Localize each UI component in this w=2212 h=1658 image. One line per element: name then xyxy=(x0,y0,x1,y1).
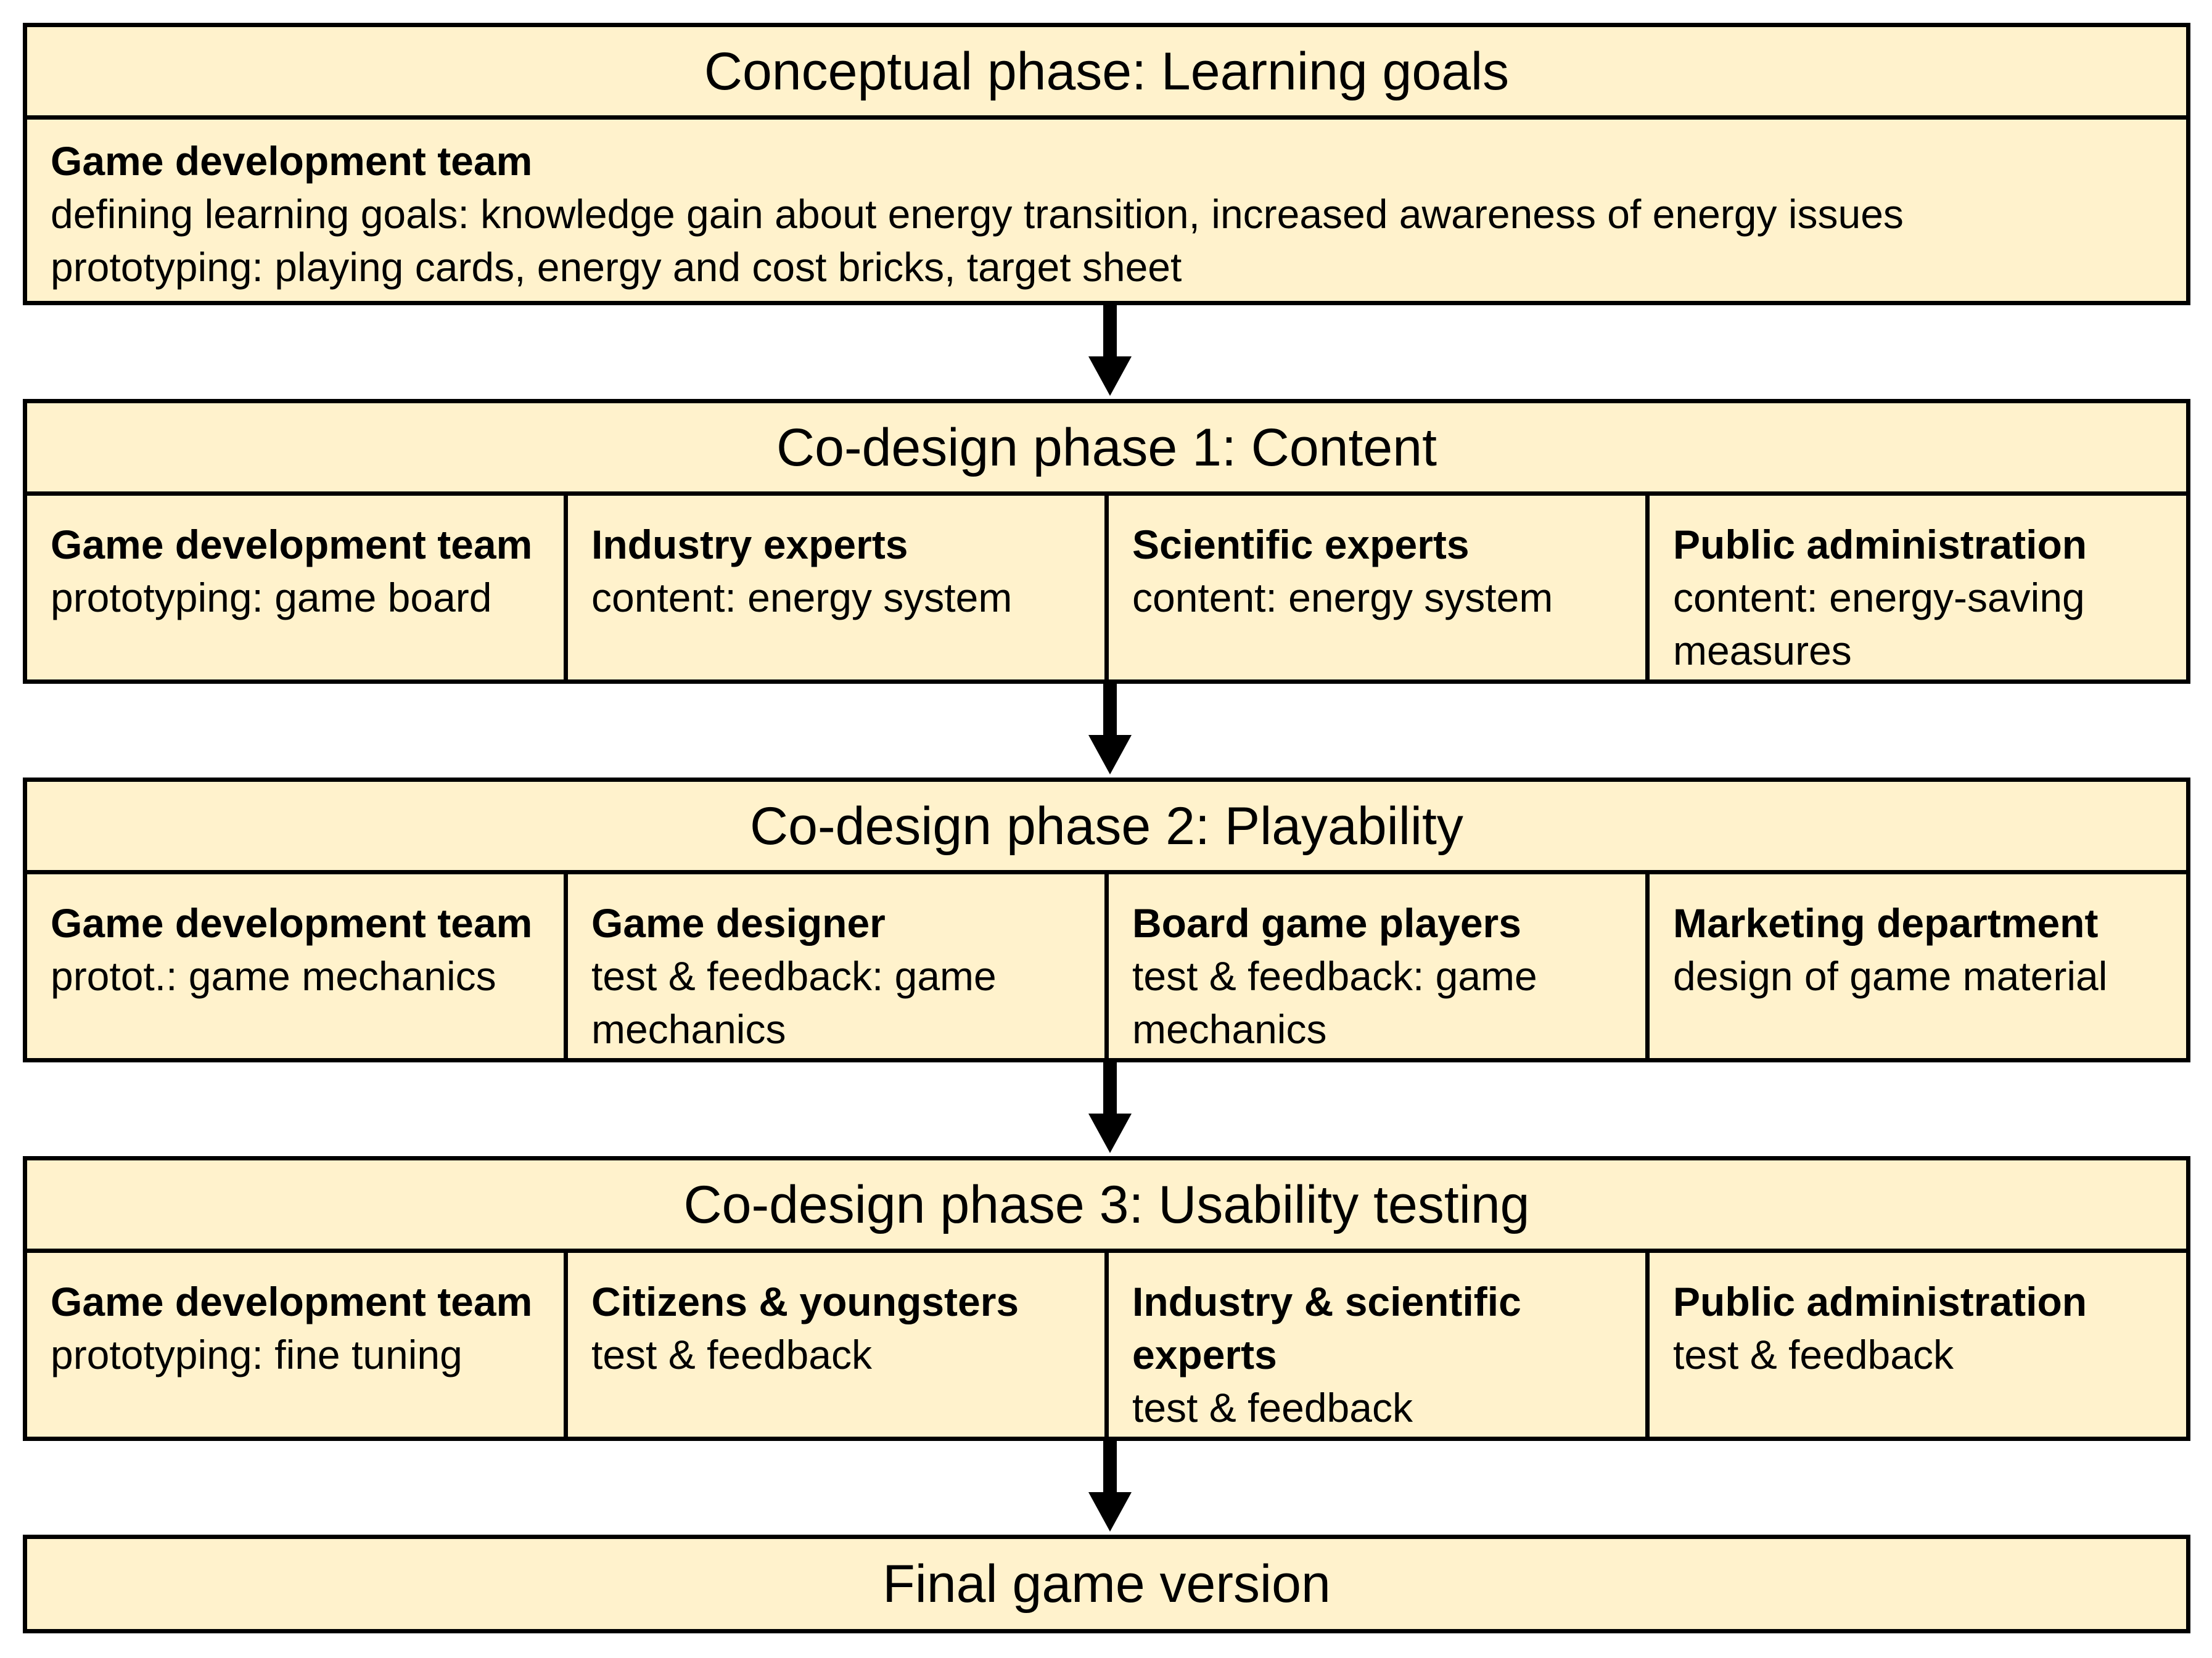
group-name: Game development team xyxy=(51,1279,533,1324)
group-activity: content: energy system xyxy=(591,575,1013,620)
group-name: Game development team xyxy=(51,900,533,946)
group-name: Game development team xyxy=(51,138,533,184)
group-scientific-experts: Scientific experts content: energy syste… xyxy=(1104,496,1645,679)
group-activity: protot.: game mechanics xyxy=(51,953,496,999)
group-citizens-youngsters: Citizens & youngsters test & feedback xyxy=(564,1253,1104,1437)
group-industry-experts: Industry experts content: energy system xyxy=(564,496,1104,679)
group-activity: design of game material xyxy=(1673,953,2108,999)
group-activity: prototyping: playing cards, energy and c… xyxy=(51,244,1182,290)
group-industry-scientific-experts: Industry & scientific experts test & fee… xyxy=(1104,1253,1645,1437)
group-game-development-team: Game development team protot.: game mech… xyxy=(27,874,564,1058)
group-name: Industry & scientific experts xyxy=(1132,1279,1521,1377)
flow-arrow xyxy=(1088,681,1132,774)
group-activity: test & feedback xyxy=(1132,1385,1413,1430)
group-game-development-team: Game development team defining learning … xyxy=(27,120,2186,301)
phase-groups: Game development team protot.: game mech… xyxy=(27,874,2186,1058)
phase-groups: Game development team defining learning … xyxy=(27,120,2186,301)
phase-conceptual: Conceptual phase: Learning goals Game de… xyxy=(23,23,2190,305)
group-name: Citizens & youngsters xyxy=(591,1279,1019,1324)
group-name: Scientific experts xyxy=(1132,522,1470,567)
phase-groups: Game development team prototyping: fine … xyxy=(27,1253,2186,1437)
group-name: Industry experts xyxy=(591,522,908,567)
group-activity: test & feedback xyxy=(591,1332,872,1377)
group-activity: test & feedback xyxy=(1673,1332,1954,1377)
group-board-game-players: Board game players test & feedback: game… xyxy=(1104,874,1645,1058)
group-activity: content: energy-saving measures xyxy=(1673,575,2085,673)
group-activity: prototyping: game board xyxy=(51,575,492,620)
phase-title: Conceptual phase: Learning goals xyxy=(27,27,2186,120)
phase-codesign-1: Co-design phase 1: Content Game developm… xyxy=(23,399,2190,684)
group-game-designer: Game designer test & feedback: game mech… xyxy=(564,874,1104,1058)
phase-title: Final game version xyxy=(882,1554,1331,1614)
phase-codesign-2: Co-design phase 2: Playability Game deve… xyxy=(23,778,2190,1062)
phase-title: Co-design phase 1: Content xyxy=(27,403,2186,496)
group-name: Game designer xyxy=(591,900,886,946)
group-activity: test & feedback: game mechanics xyxy=(591,953,997,1052)
group-activity: defining learning goals: knowledge gain … xyxy=(51,191,1904,237)
flow-arrow xyxy=(1088,302,1132,396)
group-activity: prototyping: fine tuning xyxy=(51,1332,463,1377)
group-name: Public administration xyxy=(1673,522,2087,567)
group-name: Game development team xyxy=(51,522,533,567)
group-name: Marketing department xyxy=(1673,900,2099,946)
phase-groups: Game development team prototyping: game … xyxy=(27,496,2186,679)
flow-arrow xyxy=(1088,1059,1132,1153)
group-game-development-team: Game development team prototyping: fine … xyxy=(27,1253,564,1437)
phase-codesign-3: Co-design phase 3: Usability testing Gam… xyxy=(23,1156,2190,1441)
group-activity: content: energy system xyxy=(1132,575,1553,620)
phase-final: Final game version xyxy=(23,1535,2190,1633)
group-public-administration: Public administration content: energy-sa… xyxy=(1645,496,2186,679)
phase-title: Co-design phase 3: Usability testing xyxy=(27,1160,2186,1253)
group-public-administration: Public administration test & feedback xyxy=(1645,1253,2186,1437)
group-activity: test & feedback: game mechanics xyxy=(1132,953,1537,1052)
group-name: Public administration xyxy=(1673,1279,2087,1324)
group-name: Board game players xyxy=(1132,900,1521,946)
group-marketing-department: Marketing department design of game mate… xyxy=(1645,874,2186,1058)
flow-arrow xyxy=(1088,1438,1132,1532)
phase-title: Co-design phase 2: Playability xyxy=(27,782,2186,874)
group-game-development-team: Game development team prototyping: game … xyxy=(27,496,564,679)
